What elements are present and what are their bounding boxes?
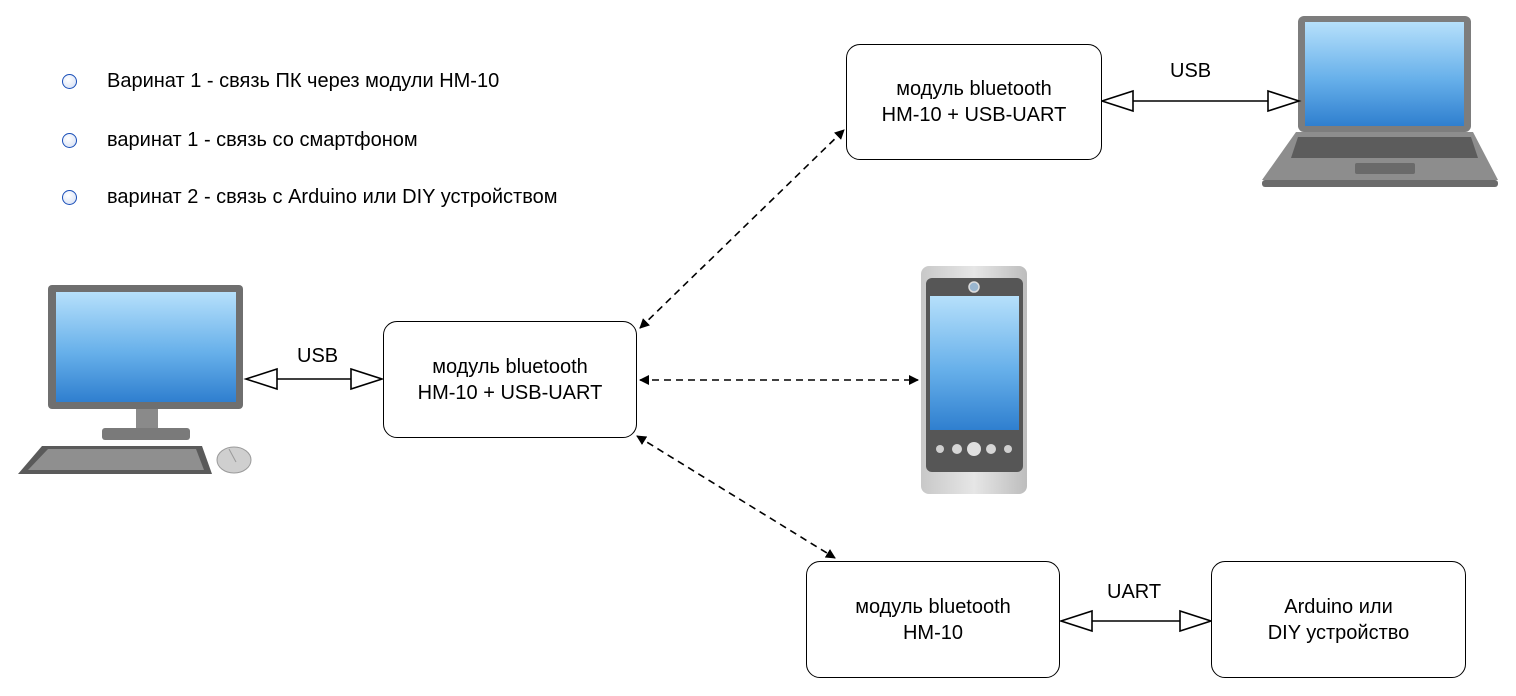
uart-label: UART	[1107, 581, 1162, 603]
arduino-line2: DIY устройство	[1267, 621, 1410, 644]
module-center-line1: модуль bluetooth	[432, 355, 588, 378]
module-top-line2: HM-10 + USB-UART	[881, 104, 1067, 126]
module-bottom-line2: HM-10	[902, 621, 963, 644]
legend-item-3: варинат 2 - связь с Arduino или DIY устр…	[62, 185, 557, 209]
legend-text-3: варинат 2 - связь с Arduino или DIY устр…	[107, 185, 558, 208]
arduino-box: Arduino или DIY устройство	[1211, 561, 1466, 678]
usb-connector-laptop	[1099, 89, 1302, 113]
legend-item-1: Варинат 1 - связь ПК через модули HM-10	[62, 69, 499, 93]
module-bottom-line1: модуль bluetooth	[855, 595, 1011, 618]
uart-connector	[1058, 609, 1214, 633]
legend-text-2: варинат 1 - связь со смартфоном	[107, 128, 418, 151]
circle-bullet-icon	[62, 189, 77, 205]
usb-connector-pc	[243, 367, 385, 391]
desktop-pc-icon	[18, 285, 252, 474]
module-bottom-box: модуль bluetooth HM-10	[806, 561, 1060, 678]
circle-bullet-icon	[62, 73, 77, 89]
wireless-links	[636, 129, 919, 559]
arduino-line1: Arduino или	[1284, 595, 1393, 618]
wireless-link-top	[639, 129, 845, 329]
circle-bullet-icon	[62, 132, 77, 148]
smartphone-icon	[921, 266, 1027, 494]
module-center-box: модуль bluetooth HM-10 + USB-UART	[383, 321, 637, 438]
wireless-link-bottom	[636, 435, 836, 559]
laptop-icon	[1262, 16, 1498, 187]
module-top-line1: модуль bluetooth	[896, 78, 1052, 100]
usb-label-pc: USB	[297, 345, 339, 367]
module-top-box: модуль bluetooth HM-10 + USB-UART	[846, 44, 1102, 160]
module-center-line2: HM-10 + USB-UART	[417, 381, 603, 404]
usb-label-laptop: USB	[1170, 60, 1212, 82]
legend-item-2: варинат 1 - связь со смартфоном	[62, 128, 418, 152]
legend-text-1: Варинат 1 - связь ПК через модули HM-10	[107, 69, 500, 92]
